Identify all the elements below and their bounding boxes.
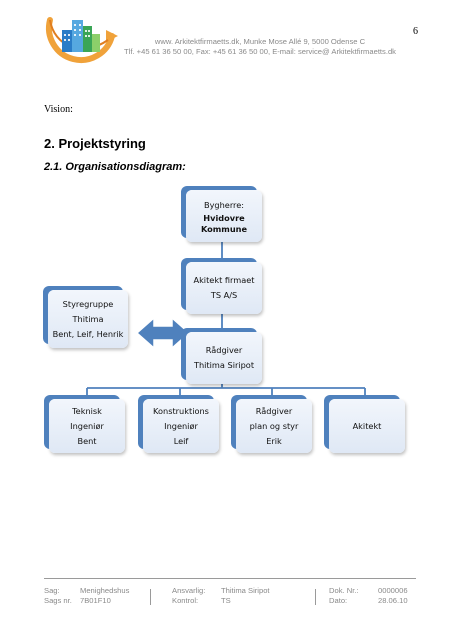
arkitekt-title: Akitekt firmaet bbox=[193, 275, 255, 285]
footer-separator bbox=[315, 589, 316, 605]
footer-kontrol-label: Kontrol: bbox=[172, 596, 199, 605]
styregruppe-title: Styregruppe bbox=[62, 298, 114, 309]
org-box-konstruktions: Konstruktions Ingeniør Leif bbox=[143, 399, 219, 453]
header-contact: Tlf. +45 61 36 50 00, Fax: +45 61 36 50 … bbox=[124, 47, 396, 56]
org-box-teknisk: Teknisk Ingeniør Bent bbox=[49, 399, 125, 453]
org-box-plan: Rådgiver plan og styr Erik bbox=[236, 399, 312, 453]
footer-doknr-label: Dok. Nr.: bbox=[329, 586, 359, 595]
bygherre-name-line1: Hvidovre bbox=[203, 212, 245, 223]
konstruktions-title: Konstruktions bbox=[153, 405, 209, 416]
org-box-arkitekt: Akitekt firmaet TS A/S bbox=[186, 262, 262, 314]
double-arrow-icon bbox=[135, 316, 191, 350]
footer-divider bbox=[44, 578, 416, 579]
footer-sagsnr-label: Sags nr. bbox=[44, 596, 72, 605]
org-box-styregruppe: Styregruppe Thitima Bent, Leif, Henrik bbox=[48, 290, 128, 348]
teknisk-person: Bent bbox=[77, 435, 97, 446]
footer-dato-value: 28.06.10 bbox=[378, 596, 408, 605]
bygherre-name-line2: Kommune bbox=[200, 223, 248, 234]
raadgiver-name: Thitima Siripot bbox=[193, 360, 255, 370]
plan-role: plan og styr bbox=[249, 420, 299, 431]
company-logo bbox=[46, 17, 118, 63]
page-number: 6 bbox=[413, 26, 418, 37]
vision-label: Vision: bbox=[44, 104, 73, 115]
konstruktions-person: Leif bbox=[173, 435, 189, 446]
footer-ansvarlig-value: Thitima Siripot bbox=[221, 586, 270, 595]
konstruktions-role: Ingeniør bbox=[164, 420, 198, 431]
styregruppe-members: Bent, Leif, Henrik bbox=[52, 328, 124, 339]
header-address: www. Arkitektfirmaetts.dk, Munke Mose Al… bbox=[154, 37, 366, 46]
styregruppe-lead: Thitima bbox=[72, 313, 104, 324]
section-heading: 2. Projektstyring bbox=[44, 136, 146, 151]
footer-sag-value: Menighedshus bbox=[80, 586, 130, 595]
footer-sag-label: Sag: bbox=[44, 586, 60, 595]
org-box-bygherre: Bygherre: Hvidovre Kommune bbox=[186, 190, 262, 242]
plan-title: Rådgiver bbox=[255, 405, 293, 416]
akitekt-title: Akitekt bbox=[352, 420, 382, 431]
footer-kontrol-value: TS bbox=[221, 596, 231, 605]
raadgiver-title: Rådgiver bbox=[205, 345, 243, 355]
teknisk-title: Teknisk bbox=[72, 405, 102, 416]
footer-separator bbox=[150, 589, 151, 605]
org-box-raadgiver: Rådgiver Thitima Siripot bbox=[186, 332, 262, 384]
subsection-heading: 2.1. Organisationsdiagram: bbox=[44, 161, 186, 173]
footer-dato-label: Dato: bbox=[329, 596, 348, 605]
plan-person: Erik bbox=[266, 435, 282, 446]
footer-sagsnr-value: 7B01F10 bbox=[80, 596, 111, 605]
arkitekt-name: TS A/S bbox=[210, 290, 238, 300]
org-box-akitekt: Akitekt bbox=[329, 399, 405, 453]
bygherre-title: Bygherre: bbox=[203, 199, 245, 210]
footer-doknr-value: 0000006 bbox=[378, 586, 408, 595]
teknisk-role: Ingeniør bbox=[70, 420, 104, 431]
footer-ansvarlig-label: Ansvarlig: bbox=[172, 586, 206, 595]
